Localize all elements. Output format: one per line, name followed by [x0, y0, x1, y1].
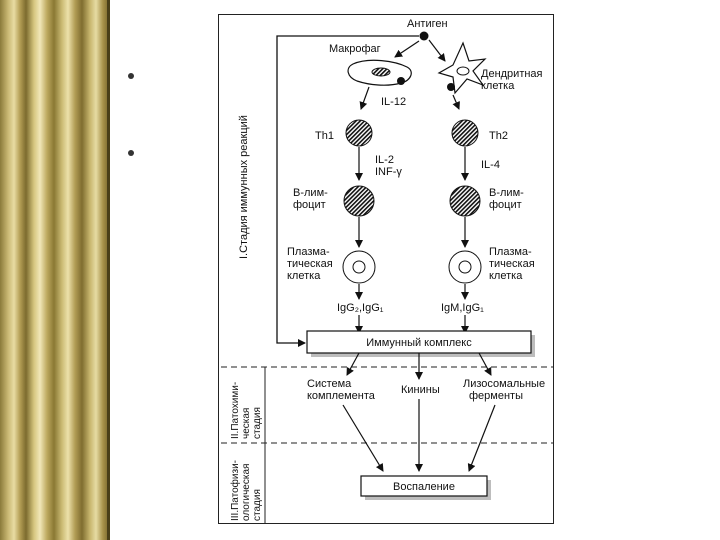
stage-2-label-line-2: ческая: [241, 408, 252, 439]
lysosomal-to-inflammation-arrow: [467, 404, 496, 472]
dendritic-antigen-dot: [447, 83, 455, 91]
il4-label: IL-4: [481, 159, 500, 171]
dendritic-to-th2-arrow: [452, 94, 460, 110]
inflammation-box: [360, 475, 488, 497]
macrophage-to-th1-arrow: [359, 86, 370, 110]
lysosomal-label-line-2: ферменты: [469, 390, 523, 402]
stage-3-label-line-3: стадия: [252, 489, 263, 521]
antigen-to-macrophage-arrow: [394, 40, 420, 58]
macrophage-nucleus: [371, 67, 391, 77]
macrophage-label: Макрофаг: [329, 43, 381, 55]
diagram-svg: I.Стадия иммунных реакций II.Патохими- ч…: [221, 18, 553, 523]
plasma-left-line-1: Плазма-: [287, 246, 330, 258]
antigen-feedback-arrow: [276, 35, 419, 347]
b-lymphocyte-right: [449, 185, 481, 217]
complex-to-lysosomal-arrow: [478, 352, 492, 376]
bullet-point-2: [128, 150, 134, 156]
stage-2-label-line-3: стадия: [252, 407, 263, 439]
immune-reaction-diagram: I.Стадия иммунных реакций II.Патохими- ч…: [218, 14, 554, 524]
plasma-cell-left-nucleus: [352, 260, 366, 274]
lysosomal-label-line-1: Лизосомальные: [463, 378, 545, 390]
stage-3-label-line-2: ологическая: [241, 464, 252, 521]
stage-2-label-line-1: II.Патохими-: [230, 382, 241, 439]
b-right-label-line-1: В-лим-: [489, 187, 524, 199]
ig-right-label: IgM,IgG₁: [441, 302, 484, 314]
dendritic-label-line-1: Дендритная: [481, 68, 543, 80]
il12-label: IL-12: [381, 96, 406, 108]
th1-label: Th1: [315, 130, 334, 142]
complex-to-complement-arrow: [346, 352, 360, 376]
dendritic-cell: [437, 41, 487, 95]
complement-to-inflammation-arrow: [342, 404, 384, 472]
antigen-to-dendritic-arrow: [428, 39, 446, 62]
decorative-curtain-border: [0, 0, 110, 540]
ig-left-label: IgG₂,IgG₁: [337, 302, 384, 314]
kinins-label: Кинины: [401, 384, 440, 396]
b-right-label-line-2: фоцит: [489, 199, 522, 211]
plasma-right-line-2: тическая: [489, 258, 535, 270]
b-left-label-line-2: фоцит: [293, 199, 326, 211]
bullet-point-1: [128, 73, 134, 79]
plasma-right-line-1: Плазма-: [489, 246, 532, 258]
plasma-right-line-3: клетка: [489, 270, 523, 282]
plasma-left-line-2: тическая: [287, 258, 333, 270]
macrophage-antigen-dot: [397, 77, 405, 85]
antigen-dot: [419, 31, 429, 41]
il2-label: IL-2: [375, 154, 394, 166]
plasma-cell-right-nucleus: [458, 260, 472, 274]
inflammation-label: Воспаление: [393, 481, 455, 493]
plasma-left-line-3: клетка: [287, 270, 321, 282]
stage-3-label-line-1: III.Патофизи-: [229, 460, 241, 521]
dendritic-nucleus: [456, 66, 470, 76]
b-lymphocyte-left: [343, 185, 375, 217]
complement-label-line-2: комплемента: [307, 390, 376, 402]
th2-cell: [451, 119, 479, 147]
th2-label: Th2: [489, 130, 508, 142]
complement-label-line-1: Система: [307, 378, 352, 390]
infg-label: INF-γ: [375, 166, 402, 178]
stage-1-label: I.Стадия иммунных реакций: [238, 115, 250, 259]
th1-cell: [345, 119, 373, 147]
dendritic-label-line-2: клетка: [481, 80, 515, 92]
b-left-label-line-1: В-лим-: [293, 187, 328, 199]
immune-complex-label: Иммунный комплекс: [366, 337, 472, 349]
antigen-label: Антиген: [407, 18, 448, 30]
